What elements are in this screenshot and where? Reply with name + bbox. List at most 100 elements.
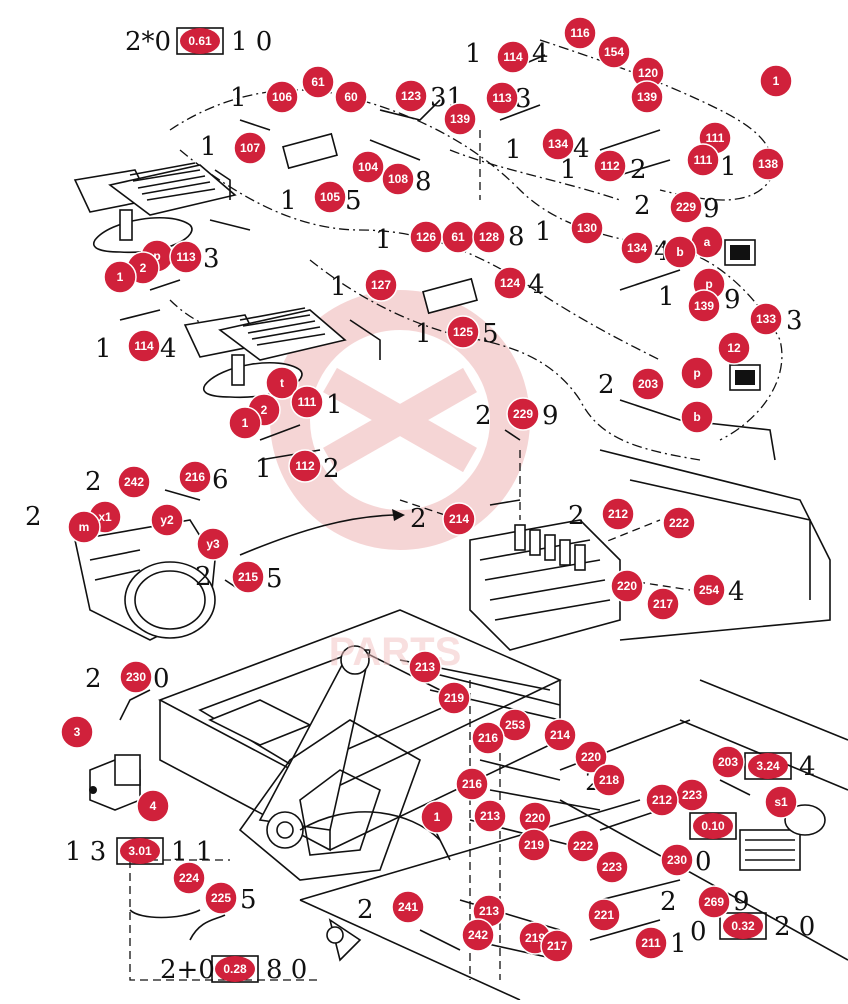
callout-111[interactable]: 111: [290, 385, 324, 419]
callout-217[interactable]: 217: [540, 929, 574, 963]
callout-230[interactable]: 230: [660, 843, 694, 877]
callout-106[interactable]: 106: [265, 80, 299, 114]
callout-b[interactable]: b: [680, 400, 714, 434]
callout-224[interactable]: 224: [172, 861, 206, 895]
callout-t[interactable]: t: [265, 366, 299, 400]
callout-154[interactable]: 154: [597, 35, 631, 69]
callout-222[interactable]: 222: [662, 506, 696, 540]
callout-4[interactable]: 4: [136, 789, 170, 823]
callout-circle: [749, 302, 783, 336]
callout-b[interactable]: b: [663, 235, 697, 269]
callout-105[interactable]: 105: [313, 180, 347, 214]
callout-220[interactable]: 220: [574, 740, 608, 774]
callout-219[interactable]: 219: [437, 681, 471, 715]
callout-221[interactable]: 221: [587, 898, 621, 932]
callout-125[interactable]: 125: [446, 315, 480, 349]
callout-113[interactable]: 113: [169, 240, 203, 274]
callout-229[interactable]: 229: [506, 397, 540, 431]
callout-211[interactable]: 211: [634, 926, 668, 960]
callout-130[interactable]: 130: [570, 211, 604, 245]
callout-circle: [313, 180, 347, 214]
callout-216[interactable]: 216: [455, 767, 489, 801]
callout-139[interactable]: 139: [687, 289, 721, 323]
callout-216[interactable]: 216: [471, 721, 505, 755]
callout-220[interactable]: 220: [610, 569, 644, 603]
callout-139[interactable]: 139: [443, 102, 477, 136]
callout-1[interactable]: 1: [759, 64, 793, 98]
callout-111[interactable]: 111: [686, 143, 720, 177]
callout-215[interactable]: 215: [231, 560, 265, 594]
callout-107[interactable]: 107: [233, 131, 267, 165]
callout-203[interactable]: 203: [631, 367, 665, 401]
callout-1[interactable]: 1: [420, 800, 454, 834]
callout-225[interactable]: 225: [204, 881, 238, 915]
plain-label: 2: [568, 501, 585, 531]
callout-214[interactable]: 214: [442, 502, 476, 536]
callout-1[interactable]: 1: [103, 260, 137, 294]
callout-60[interactable]: 60: [334, 80, 368, 114]
callout-circle: [630, 80, 664, 114]
callout-213[interactable]: 213: [408, 650, 442, 684]
callout-y2[interactable]: y2: [150, 503, 184, 537]
callout-12[interactable]: 12: [717, 331, 751, 365]
callout-126[interactable]: 126: [409, 220, 443, 254]
callout-112[interactable]: 112: [288, 449, 322, 483]
callout-229[interactable]: 229: [669, 190, 703, 224]
callout-123[interactable]: 123: [394, 79, 428, 113]
callout-134[interactable]: 134: [541, 127, 575, 161]
callout-label: 225: [211, 891, 231, 905]
callout-112[interactable]: 112: [593, 149, 627, 183]
callout-212[interactable]: 212: [601, 497, 635, 531]
reference-code[interactable]: 0.10: [689, 812, 737, 840]
callout-1[interactable]: 1: [228, 406, 262, 440]
reference-code-text: 3.01: [128, 844, 152, 858]
callout-120[interactable]: 120: [631, 56, 665, 90]
plain-label: 9: [703, 194, 720, 224]
callout-127[interactable]: 127: [364, 268, 398, 302]
callout-m[interactable]: m: [67, 510, 101, 544]
callout-203[interactable]: 203: [711, 745, 745, 779]
callout-217[interactable]: 217: [646, 587, 680, 621]
callout-230[interactable]: 230: [119, 660, 153, 694]
callout-242[interactable]: 242: [117, 465, 151, 499]
callout-218[interactable]: 218: [592, 763, 626, 797]
callout-213[interactable]: 213: [473, 799, 507, 833]
callout-216[interactable]: 216: [178, 460, 212, 494]
callout-61[interactable]: 61: [301, 65, 335, 99]
callout-254[interactable]: 254: [692, 573, 726, 607]
callout-134[interactable]: 134: [620, 231, 654, 265]
callout-223[interactable]: 223: [595, 850, 629, 884]
callout-114[interactable]: 114: [496, 40, 530, 74]
callout-3[interactable]: 3: [60, 715, 94, 749]
callout-241[interactable]: 241: [391, 890, 425, 924]
callout-214[interactable]: 214: [543, 718, 577, 752]
callout-242[interactable]: 242: [461, 918, 495, 952]
callout-133[interactable]: 133: [749, 302, 783, 336]
callout-124[interactable]: 124: [493, 266, 527, 300]
callout-108[interactable]: 108: [381, 162, 415, 196]
callout-128[interactable]: 128: [472, 220, 506, 254]
callout-253[interactable]: 253: [498, 708, 532, 742]
callout-s1[interactable]: s1: [764, 785, 798, 819]
callout-61[interactable]: 61: [441, 220, 475, 254]
callout-223[interactable]: 223: [675, 778, 709, 812]
callout-113[interactable]: 113: [485, 81, 519, 115]
callout-p[interactable]: p: [680, 356, 714, 390]
callout-y3[interactable]: y3: [196, 527, 230, 561]
callout-a[interactable]: a: [690, 225, 724, 259]
callout-139[interactable]: 139: [630, 80, 664, 114]
plain-label: 3: [786, 306, 803, 336]
callout-label: 230: [126, 670, 146, 684]
callout-269[interactable]: 269: [697, 885, 731, 919]
callout-219[interactable]: 219: [517, 828, 551, 862]
callout-138[interactable]: 138: [751, 147, 785, 181]
callout-222[interactable]: 222: [566, 829, 600, 863]
callout-212[interactable]: 212: [645, 783, 679, 817]
callout-114[interactable]: 114: [127, 329, 161, 363]
callout-116[interactable]: 116: [563, 16, 597, 50]
callout-104[interactable]: 104: [351, 150, 385, 184]
